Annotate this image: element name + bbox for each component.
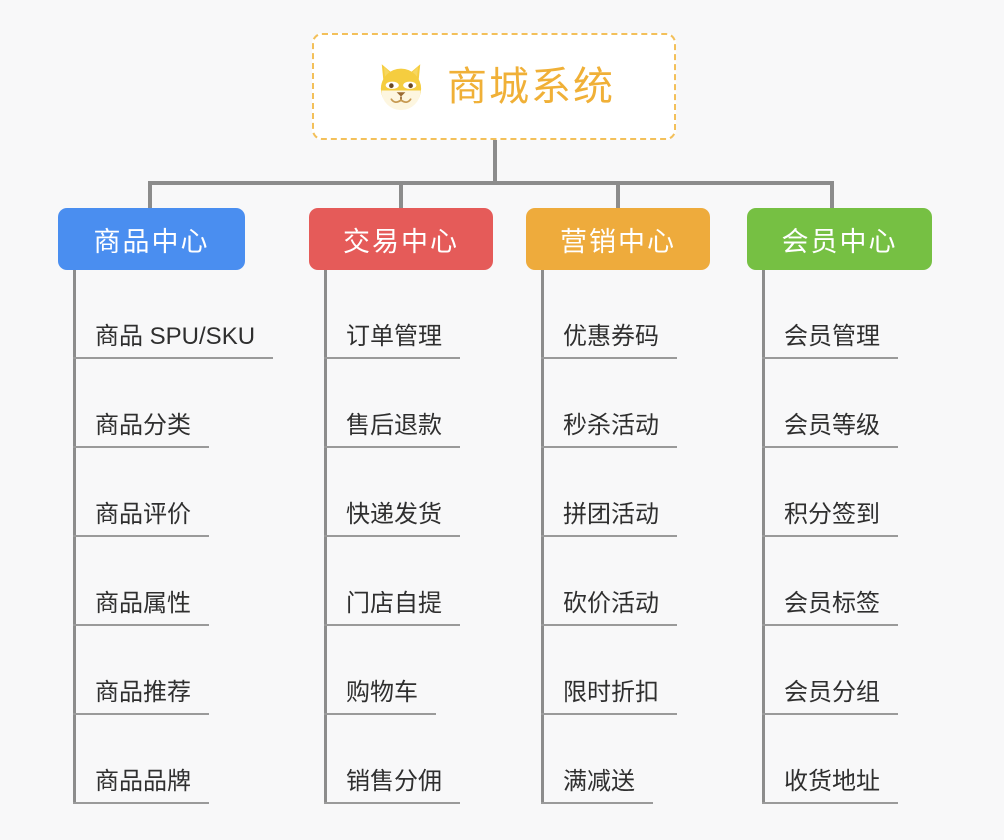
column-header-member-center[interactable]: 会员中心 (747, 208, 932, 270)
list-item[interactable]: 收货地址 (747, 715, 932, 804)
leaf-label: 满减送 (541, 768, 653, 804)
column-header-label: 交易中心 (343, 226, 459, 257)
leaf-label: 积分签到 (762, 501, 898, 537)
leaf-label: 会员管理 (762, 323, 898, 359)
leaf-label: 销售分佣 (324, 768, 460, 804)
list-item[interactable]: 秒杀活动 (526, 359, 710, 448)
leaf-label: 砍价活动 (541, 590, 677, 626)
connector-bus (148, 181, 834, 185)
leaf-label: 拼团活动 (541, 501, 677, 537)
leaf-label: 购物车 (324, 679, 436, 715)
leaf-label: 商品品牌 (73, 768, 209, 804)
root-node[interactable]: 商城系统 (312, 33, 676, 140)
list-item[interactable]: 商品分类 (58, 359, 245, 448)
column-header-label: 营销中心 (560, 226, 676, 257)
leaf-label: 商品分类 (73, 412, 209, 448)
leaf-label: 商品 SPU/SKU (73, 323, 274, 359)
column-header-label: 会员中心 (781, 226, 898, 257)
list-item[interactable]: 满减送 (526, 715, 710, 804)
leaf-label: 门店自提 (324, 590, 460, 626)
column-product-center: 商品中心 商品 SPU/SKU 商品分类 商品评价 商品属性 商品推荐 商品品牌 (58, 208, 274, 804)
list-item[interactable]: 门店自提 (309, 537, 493, 626)
list-item[interactable]: 购物车 (309, 626, 493, 715)
list-item[interactable]: 商品 SPU/SKU (58, 270, 274, 359)
connector-drop-2 (399, 181, 403, 210)
list-item[interactable]: 商品推荐 (58, 626, 245, 715)
leaf-label: 收货地址 (762, 768, 898, 804)
leaf-label: 限时折扣 (541, 679, 677, 715)
list-item[interactable]: 订单管理 (309, 270, 493, 359)
leaf-label: 售后退款 (324, 412, 460, 448)
list-item[interactable]: 拼团活动 (526, 448, 710, 537)
list-item[interactable]: 商品品牌 (58, 715, 245, 804)
leaf-label: 会员标签 (762, 590, 898, 626)
list-item[interactable]: 商品属性 (58, 537, 245, 626)
column-trunk-line (73, 270, 76, 804)
column-body: 商品 SPU/SKU 商品分类 商品评价 商品属性 商品推荐 商品品牌 (58, 270, 274, 804)
column-header-product-center[interactable]: 商品中心 (58, 208, 245, 270)
leaf-label: 商品属性 (73, 590, 209, 626)
list-item[interactable]: 砍价活动 (526, 537, 710, 626)
leaf-label: 会员分组 (762, 679, 898, 715)
list-item[interactable]: 积分签到 (747, 448, 932, 537)
leaf-label: 快递发货 (324, 501, 460, 537)
column-header-label: 商品中心 (93, 226, 210, 257)
connector-drop-3 (616, 181, 620, 210)
list-item[interactable]: 限时折扣 (526, 626, 710, 715)
leaf-label: 秒杀活动 (541, 412, 677, 448)
leaf-label: 商品推荐 (73, 679, 209, 715)
list-item[interactable]: 售后退款 (309, 359, 493, 448)
column-trade-center: 交易中心 订单管理 售后退款 快递发货 门店自提 购物车 销售分佣 (309, 208, 493, 804)
column-marketing-center: 营销中心 优惠券码 秒杀活动 拼团活动 砍价活动 限时折扣 满减送 (526, 208, 710, 804)
shiba-dog-icon (373, 59, 429, 115)
column-header-trade-center[interactable]: 交易中心 (309, 208, 493, 270)
column-trunk-line (541, 270, 544, 804)
column-header-marketing-center[interactable]: 营销中心 (526, 208, 710, 270)
list-item[interactable]: 会员分组 (747, 626, 932, 715)
list-item[interactable]: 会员标签 (747, 537, 932, 626)
list-item[interactable]: 商品评价 (58, 448, 245, 537)
column-member-center: 会员中心 会员管理 会员等级 积分签到 会员标签 会员分组 收货地址 (747, 208, 932, 804)
column-body: 优惠券码 秒杀活动 拼团活动 砍价活动 限时折扣 满减送 (526, 270, 710, 804)
connector-drop-1 (148, 181, 152, 210)
column-trunk-line (762, 270, 765, 804)
list-item[interactable]: 销售分佣 (309, 715, 493, 804)
column-body: 订单管理 售后退款 快递发货 门店自提 购物车 销售分佣 (309, 270, 493, 804)
list-item[interactable]: 会员管理 (747, 270, 932, 359)
list-item[interactable]: 快递发货 (309, 448, 493, 537)
root-title: 商城系统 (447, 64, 615, 109)
leaf-label: 会员等级 (762, 412, 898, 448)
leaf-label: 商品评价 (73, 501, 209, 537)
column-body: 会员管理 会员等级 积分签到 会员标签 会员分组 收货地址 (747, 270, 932, 804)
leaf-label: 优惠券码 (541, 323, 677, 359)
column-trunk-line (324, 270, 327, 804)
connector-stem (493, 140, 497, 183)
leaf-label: 订单管理 (324, 323, 460, 359)
list-item[interactable]: 会员等级 (747, 359, 932, 448)
connector-drop-4 (830, 181, 834, 210)
list-item[interactable]: 优惠券码 (526, 270, 710, 359)
